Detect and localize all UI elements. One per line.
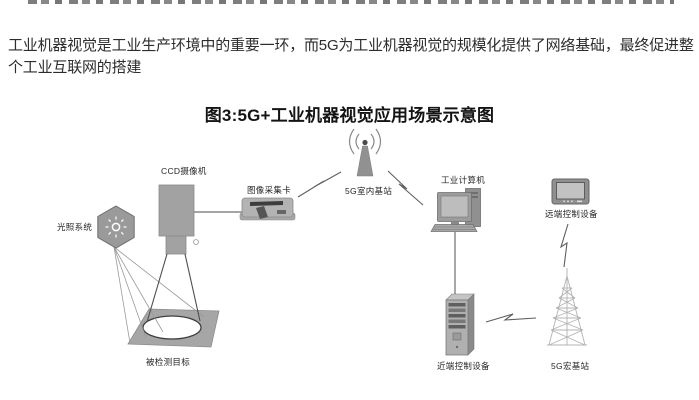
label-remote-control-device: 远端控制设备: [545, 209, 598, 219]
figure-title: 图3:5G+工业机器视觉应用场景示意图: [204, 106, 495, 125]
label-image-capture-card: 图像采集卡: [247, 185, 292, 195]
macro-base-station-icon: [547, 268, 587, 346]
remote-control-device-icon: [551, 178, 590, 205]
label-industrial-computer: 工业计算机: [441, 175, 486, 185]
near-control-device-icon: [445, 293, 475, 356]
label-macro-base-station: 5G宏基站: [551, 361, 590, 371]
inspection-target-icon: [127, 308, 220, 348]
clipped-headline-fragments: [28, 0, 674, 4]
label-inspection-target: 被检测目标: [146, 357, 191, 367]
ccd-camera-icon: [146, 184, 201, 323]
label-indoor-base-station: 5G室内基站: [345, 186, 393, 196]
bolt-indoor-bs-to-pc: [387, 170, 424, 206]
label-ccd-camera: CCD摄像机: [161, 166, 207, 176]
label-lighting-system: 光照系统: [57, 222, 93, 232]
label-near-control-device: 近端控制设备: [437, 361, 490, 371]
bolt-tablet-to-macro-bs: [560, 223, 569, 268]
bolt-card-to-indoor-bs: [297, 171, 342, 198]
intro-paragraph: 工业机器视觉是工业生产环境中的重要一环，而5G为工业机器视觉的规模化提供了网络基…: [8, 37, 694, 76]
bolt-server-to-macro-bs: [485, 313, 537, 323]
lighting-system-icon: [97, 205, 135, 249]
image-capture-card-icon: [239, 197, 296, 221]
industrial-computer-icon: [430, 188, 481, 232]
indoor-base-station-icon: [348, 128, 382, 177]
